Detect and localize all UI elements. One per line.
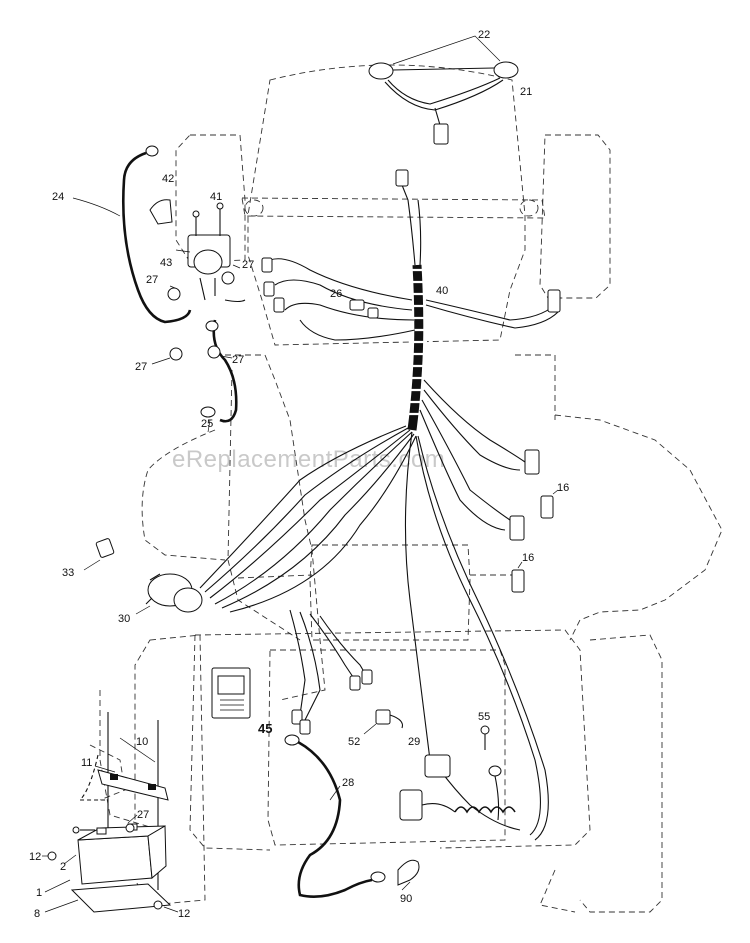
callout-27-c: 27 — [135, 361, 147, 373]
callout-27-d: 27 — [232, 354, 244, 366]
battery-cable-28 — [284, 734, 386, 898]
battery-cable-24 — [72, 145, 192, 324]
callout-11: 11 — [81, 757, 92, 769]
callout-2: 2 — [60, 861, 66, 873]
callout-40: 40 — [436, 285, 448, 297]
callout-30: 30 — [118, 613, 130, 625]
callout-43: 43 — [160, 257, 172, 269]
small-parts — [83, 489, 559, 593]
callout-16-b: 16 — [522, 552, 534, 564]
callout-10: 10 — [136, 736, 148, 748]
callout-55: 55 — [478, 711, 490, 723]
callout-16-a: 16 — [557, 482, 569, 494]
callout-27-e: 27 — [137, 809, 149, 821]
callout-12-b: 12 — [178, 908, 190, 920]
callout-21: 21 — [520, 86, 532, 98]
callout-22: 22 — [478, 29, 490, 41]
callout-25: 25 — [201, 418, 213, 430]
callout-28: 28 — [342, 777, 354, 789]
fasteners — [363, 709, 490, 750]
callout-27-a: 27 — [242, 259, 254, 271]
callout-24: 24 — [52, 191, 64, 203]
terminal-boot — [397, 859, 420, 891]
callout-45: 45 — [258, 721, 272, 736]
callout-8: 8 — [34, 908, 40, 920]
battery-assembly — [42, 712, 179, 913]
callout-27-b: 27 — [146, 274, 158, 286]
callout-42: 42 — [162, 173, 174, 185]
callout-90: 90 — [400, 893, 412, 905]
callout-1: 1 — [36, 887, 42, 899]
starter-motor — [135, 573, 203, 615]
callout-labels: 22 21 42 41 24 43 27 27 27 27 26 40 25 1… — [29, 29, 569, 920]
main-harness — [199, 169, 561, 841]
callout-12-a: 12 — [29, 851, 41, 863]
callout-41: 41 — [210, 191, 222, 203]
headlight-harness — [368, 35, 519, 145]
callout-26: 26 — [330, 288, 342, 300]
callout-52: 52 — [348, 736, 360, 748]
control-module — [211, 667, 251, 719]
callout-29: 29 — [408, 736, 420, 748]
solenoid-assembly — [149, 199, 246, 433]
callout-33: 33 — [62, 567, 74, 579]
